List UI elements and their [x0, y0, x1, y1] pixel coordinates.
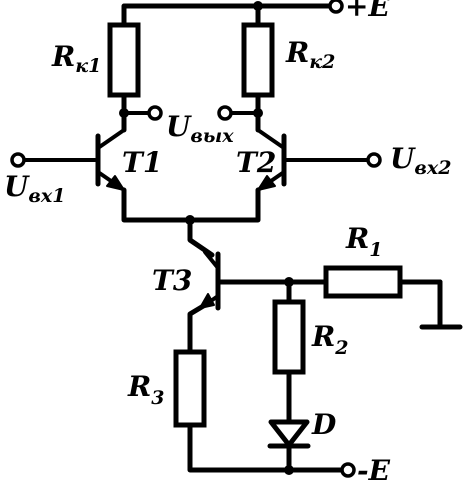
resistor-r3	[173, 349, 207, 428]
wire-to-t3-collector	[187, 217, 215, 258]
label-r2: R2	[311, 320, 349, 359]
t1-emitter-arrow	[106, 175, 125, 191]
t2-collector-lead	[256, 128, 286, 150]
t2-emitter-arrow	[257, 175, 276, 191]
wire-t3-emitter	[187, 299, 213, 355]
junction-emitters	[185, 215, 195, 225]
label-u-in1-sub: вх1	[28, 185, 65, 207]
terminal-out-left	[147, 105, 163, 121]
label-u-in2: Uвх2	[390, 142, 451, 179]
terminal-in1	[10, 152, 26, 168]
label-r2-sub: 2	[334, 337, 348, 359]
t3-collector-lead	[203, 250, 220, 270]
label-rk1: Rк1	[51, 40, 101, 77]
transistor-t1	[95, 128, 126, 192]
label-r2-main: R	[311, 320, 335, 353]
label-r1: R1	[345, 222, 383, 261]
label-diode: D	[311, 408, 337, 441]
label-plus-e: +E	[345, 0, 390, 23]
junction-bottom	[284, 465, 294, 475]
t3-emitter-arrow	[199, 293, 215, 309]
resistor-r1	[323, 265, 403, 299]
terminal-in2	[366, 152, 382, 168]
label-r3-sub: 3	[151, 387, 164, 409]
resistor-rk2	[241, 22, 275, 98]
junction-top-right	[253, 1, 263, 11]
label-t3: T3	[152, 264, 192, 297]
label-minus-e: -E	[357, 454, 391, 482]
label-r1-sub: 1	[369, 239, 382, 261]
junction-dots	[119, 1, 294, 475]
label-rk1-main: R	[51, 40, 75, 73]
terminal-out-right	[217, 105, 233, 121]
t1-collector-lead	[96, 128, 126, 150]
label-rk2: Rк2	[285, 36, 335, 73]
label-rk2-sub: к2	[309, 51, 335, 73]
label-r3: R3	[127, 370, 165, 409]
transistor-t2	[256, 128, 287, 192]
label-u-in2-main: U	[390, 142, 416, 175]
label-u-out: Uвых	[166, 110, 234, 147]
label-t1: T1	[122, 146, 162, 179]
resistor-rk1	[107, 22, 141, 98]
label-u-out-sub: вых	[190, 125, 234, 147]
label-u-in2-sub: вх2	[414, 157, 451, 179]
label-rk2-main: R	[285, 36, 309, 69]
label-r3-main: R	[127, 370, 151, 403]
wire-top-rail	[121, 3, 333, 28]
junction-c2	[253, 108, 263, 118]
junction-c1	[119, 108, 129, 118]
label-u-in1-main: U	[4, 170, 30, 203]
resistor-r2	[272, 299, 306, 375]
junction-t3-base	[284, 277, 294, 287]
label-u-out-main: U	[166, 110, 192, 143]
terminal-plus-e	[328, 0, 344, 14]
label-u-in1: Uвх1	[4, 170, 65, 207]
transistor-t3	[199, 250, 221, 311]
diode-d	[267, 419, 311, 449]
label-rk1-sub: к1	[75, 55, 101, 77]
diode-triangle	[268, 419, 310, 448]
label-t2: T2	[236, 146, 276, 179]
terminal-minus-e	[340, 462, 356, 478]
label-r1-main: R	[345, 222, 369, 255]
